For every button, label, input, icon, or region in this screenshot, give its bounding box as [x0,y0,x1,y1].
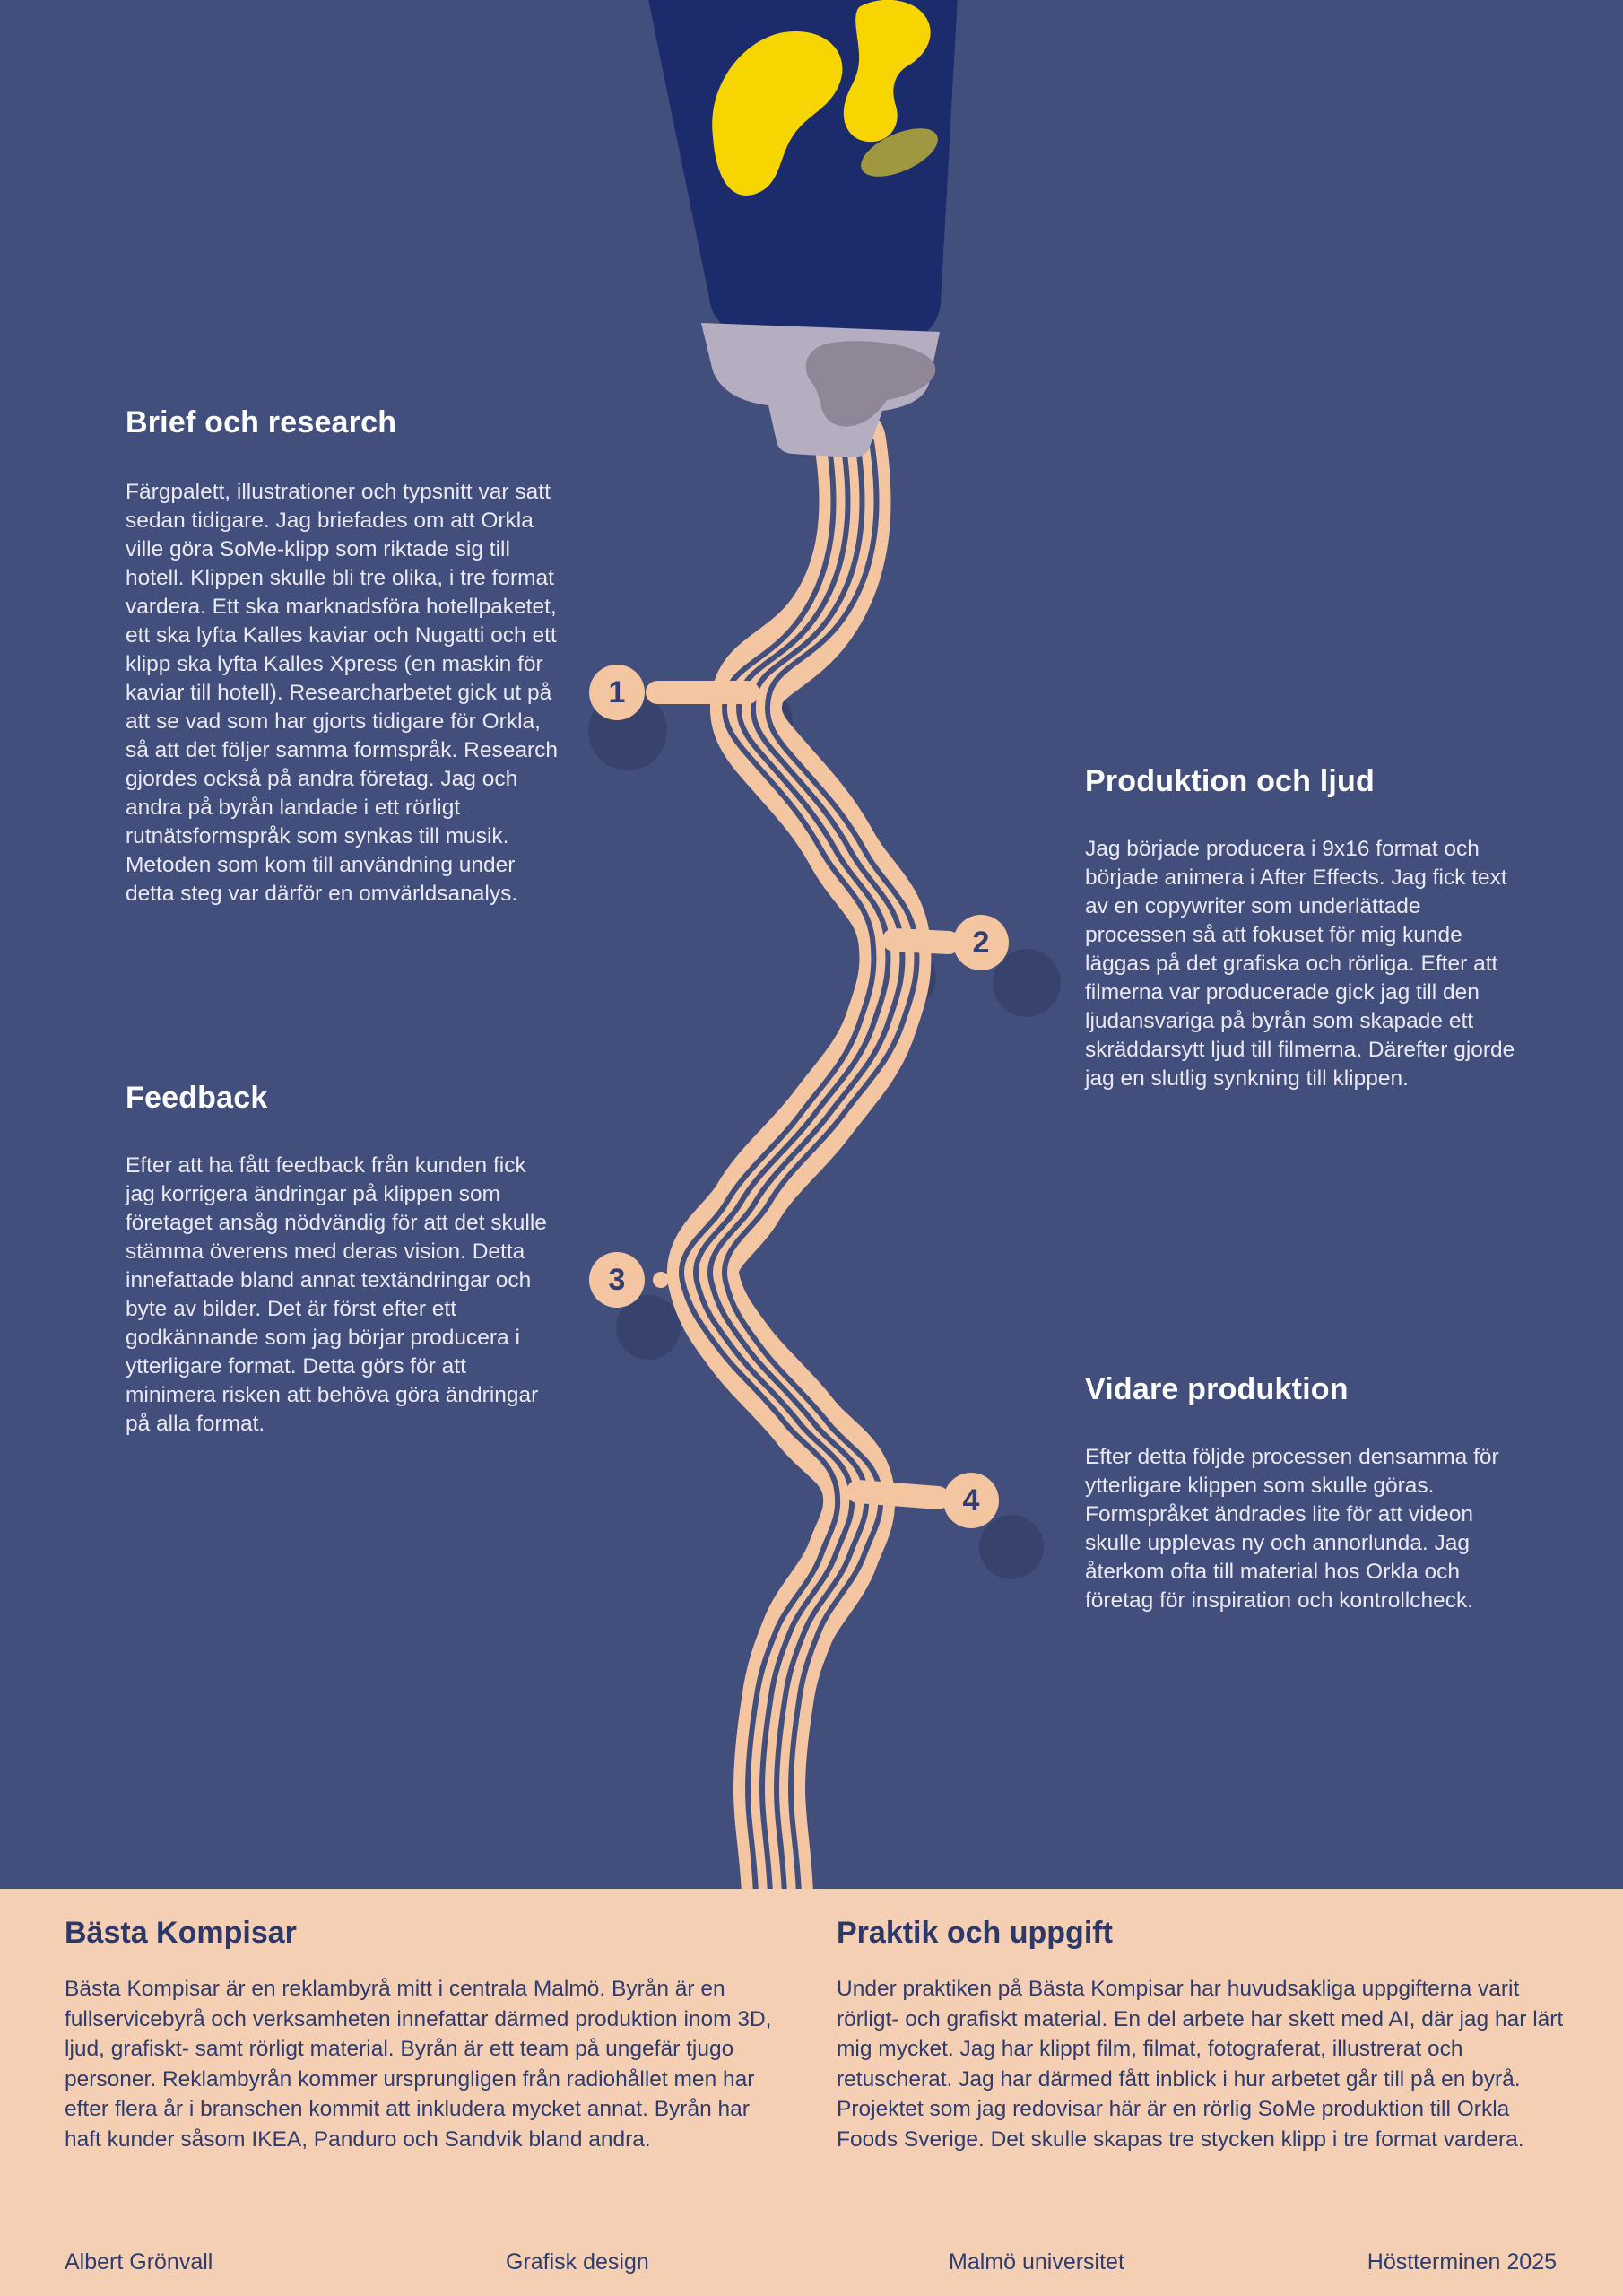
tube-label-letter-1 [712,30,843,196]
footer-university: Malmö universitet [949,2249,1124,2274]
step-marker-2: 2 [953,915,1009,970]
tube-cap-shadow [805,341,936,427]
bottom-band: Bästa Kompisar Bästa Kompisar är en rekl… [0,1889,1623,2296]
band-section-body: Under praktiken på Bästa Kompisar har hu… [837,1977,1564,2152]
tube-label-accent [861,128,938,177]
step-marker-3: 3 [589,1252,645,1308]
footer-term: Höstterminen 2025 [1367,2249,1557,2274]
band-section-praktik-och-uppgift: Praktik och uppgift Under praktiken på B… [837,1916,1572,2154]
band-section-body: Bästa Kompisar är en reklambyrå mitt i c… [65,1977,772,2152]
band-section-basta-kompisar: Bästa Kompisar Bästa Kompisar är en rekl… [65,1916,782,2154]
band-section-title: Bästa Kompisar [65,1916,297,1950]
band-section-title: Praktik och uppgift [837,1916,1113,1950]
step-number-1: 1 [608,674,626,709]
footer-program: Grafisk design [506,2249,649,2274]
step-marker-4: 4 [943,1473,999,1528]
step-number-2: 2 [972,925,990,960]
footer-author: Albert Grönvall [65,2249,213,2274]
step-connectors [646,681,960,1509]
step-number-3: 3 [608,1262,626,1297]
kaviar-tube [648,0,958,457]
step-number-4: 4 [962,1483,980,1518]
caviar-stream [646,405,960,1933]
tube-label-letter-2 [843,0,931,143]
step-marker-1: 1 [589,665,645,720]
step-3-dot [653,1272,669,1288]
